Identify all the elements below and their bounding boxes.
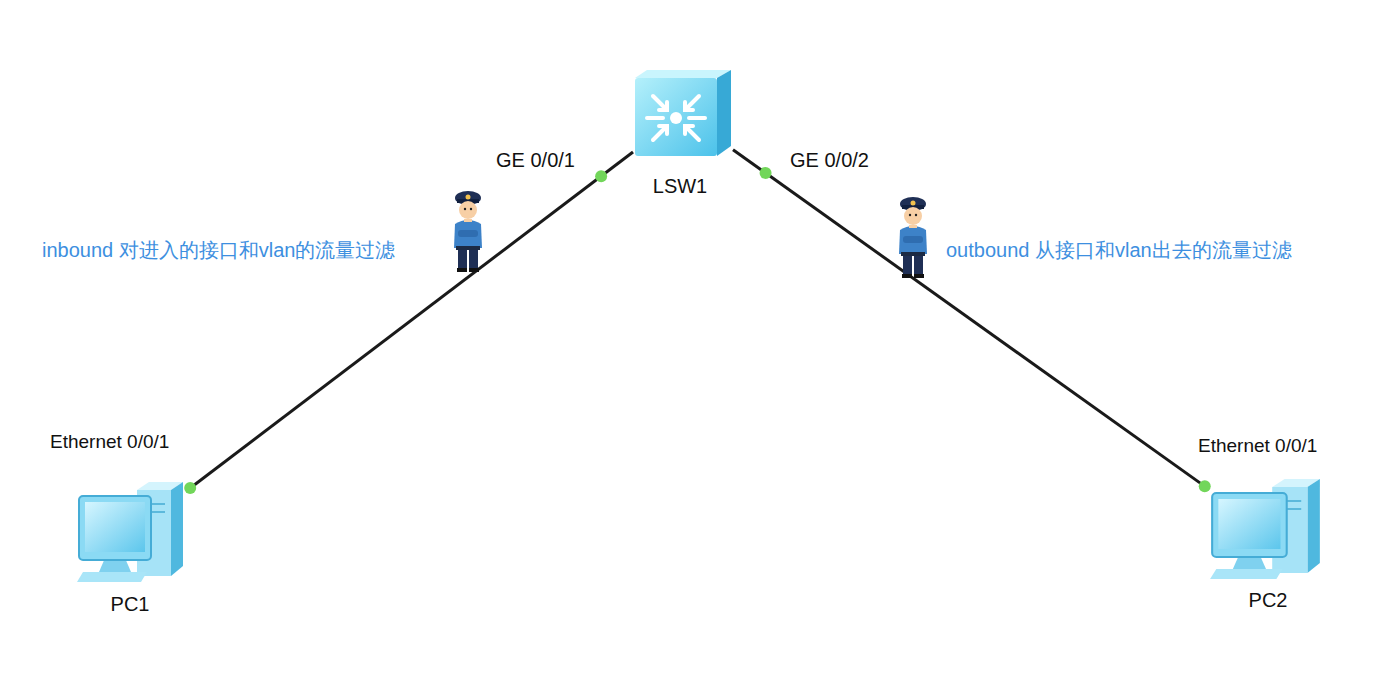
switch-node: LSW1: [633, 68, 733, 160]
pc-node: PC2: [1208, 477, 1324, 583]
port-dot: [595, 170, 607, 182]
annotation-note: outbound 从接口和vlan出去的流量过滤: [946, 237, 1292, 264]
switch-icon: [633, 68, 733, 160]
port-dot: [760, 167, 772, 179]
port-label: GE 0/0/1: [496, 149, 575, 172]
node-label: PC2: [1249, 589, 1288, 612]
port-dot: [1199, 480, 1211, 492]
pc-icon: [75, 480, 187, 586]
node-label: PC1: [111, 593, 150, 616]
annotation-note: inbound 对进入的接口和vlan的流量过滤: [42, 237, 395, 264]
port-label: GE 0/0/2: [790, 149, 869, 172]
link-line: [733, 150, 1208, 489]
node-label: LSW1: [653, 175, 707, 198]
pc-node: PC1: [75, 480, 187, 586]
police-figure: [899, 197, 927, 278]
pc-icon: [1208, 477, 1324, 583]
port-dot: [184, 482, 196, 494]
port-label: Ethernet 0/0/1: [50, 431, 169, 453]
link-line: [187, 152, 633, 491]
police-figure: [454, 191, 482, 272]
port-label: Ethernet 0/0/1: [1198, 435, 1317, 457]
